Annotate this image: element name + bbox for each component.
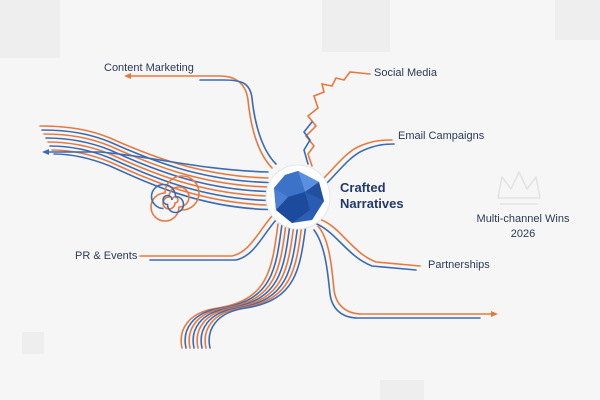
branch-line-bottom-right-arrowhead [491, 311, 498, 317]
branch-line-content-marketing-arrowhead [124, 73, 131, 79]
branch-line-bottom-right [313, 229, 481, 319]
branch-line-bottom-fan [184, 223, 283, 349]
branch-label-social-media: Social Media [374, 67, 437, 79]
bg-square [22, 332, 44, 354]
branch-line-bottom-fan [188, 223, 287, 349]
branch-line-left-fan [53, 153, 269, 211]
branch-label-pr-events: PR & Events [75, 250, 138, 262]
branch-line-left-fan [45, 151, 269, 173]
branch-line-bottom-fan [196, 223, 295, 349]
center-title: Crafted Narratives [340, 180, 404, 212]
branch-line-left-fan [43, 133, 269, 188]
branch-line-left-fan [47, 141, 269, 197]
branch-line-bottom-fan [208, 223, 307, 349]
bg-square [555, 0, 600, 40]
bg-square [380, 380, 424, 400]
branch-line-content-marketing [199, 79, 277, 165]
branch-line-partnerships [311, 221, 417, 271]
center-title-line2: Narratives [340, 196, 404, 211]
branch-lines [39, 71, 498, 349]
branch-line-partnerships [315, 217, 421, 267]
branch-label-partnerships: Partnerships [428, 259, 490, 271]
center-title-line1: Crafted [340, 180, 386, 195]
branch-line-content-marketing [127, 75, 273, 169]
tagline-line2: 2026 [510, 228, 536, 240]
branch-line-bottom-fan [192, 223, 291, 349]
branch-line-bottom-fan [204, 223, 303, 349]
branch-line-pr-events [149, 219, 277, 261]
branch-line-social-media [304, 71, 371, 167]
branch-line-bottom-fan [180, 223, 279, 349]
spiral-icon [150, 175, 200, 222]
tagline: Multi-channel Wins 2026 [468, 212, 578, 242]
branch-line-bottom-fan [200, 223, 299, 349]
branch-line-left-fan [49, 145, 269, 202]
branch-line-left-fan-arrowhead [42, 149, 49, 155]
branch-line-left-fan [39, 125, 269, 179]
crown-icon [497, 171, 541, 205]
gem-icon [274, 171, 324, 223]
branch-label-email-campaigns: Email Campaigns [398, 130, 485, 142]
branch-line-bottom-right [317, 225, 495, 315]
branch-line-email-campaigns [325, 143, 395, 185]
branch-line-pr-events [139, 215, 273, 257]
bg-square [322, 0, 390, 52]
branch-line-email-campaigns [321, 139, 393, 181]
branch-label-content-marketing: Content Marketing [104, 62, 194, 74]
bg-square [0, 0, 60, 58]
tagline-line1: Multi-channel Wins [476, 213, 570, 225]
branch-line-left-fan [41, 129, 269, 184]
branch-line-social-media [302, 121, 313, 165]
